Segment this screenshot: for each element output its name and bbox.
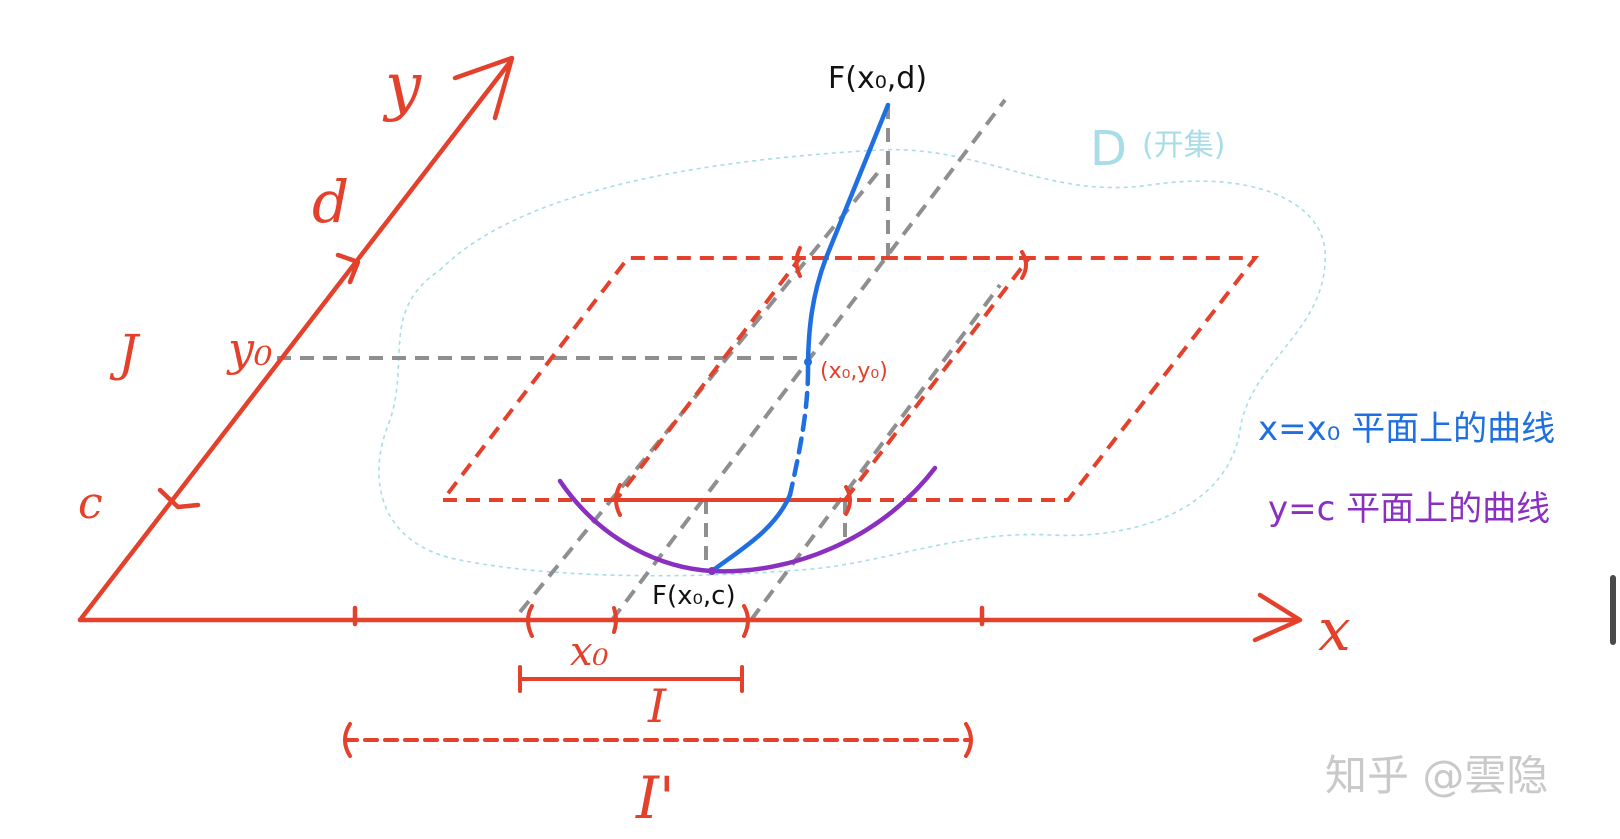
point-x0-y0-label: (x₀,y₀) (820, 359, 888, 384)
y-axis-line (77, 59, 513, 623)
curve-y-equals-c (557, 465, 938, 574)
interval-I-prime-label: I' (635, 764, 675, 832)
y-tick-d (335, 252, 361, 285)
interval-I-prime-left (343, 722, 352, 758)
y-tick-c (157, 487, 201, 510)
y0-label: y₀ (226, 322, 272, 376)
grey-guide-lines (277, 98, 1007, 622)
point-F-bottom (708, 567, 716, 575)
d-label: d (312, 168, 349, 236)
inner-parallelogram (611, 256, 1034, 502)
legend-blue-text: x=x₀ 平面上的曲线 (1258, 409, 1555, 449)
x0-tick (612, 606, 618, 634)
x0-label: x₀ (570, 629, 609, 675)
interval-brackets (343, 246, 1028, 758)
watermark-text: 知乎 @雲隐 (1325, 751, 1548, 800)
curve-x-equals-x0-lower (709, 492, 793, 574)
outer-parallelogram (438, 256, 1260, 502)
point-F-bottom-label: F(x₀,c) (652, 581, 736, 611)
region-d-label: D (1090, 121, 1127, 177)
legend-purple-text: y=c 平面上的曲线 (1268, 489, 1550, 529)
c-label: c (78, 478, 103, 529)
y-axis-label: y (382, 50, 422, 124)
x-axis-label: x (1318, 596, 1351, 664)
scrollbar-thumb[interactable] (1610, 575, 1616, 645)
x-bracket-left (526, 604, 534, 638)
region-d-boundary (378, 148, 1326, 577)
curve-x-equals-x0-hidden (787, 367, 811, 498)
point-x0-y0 (804, 358, 812, 366)
x-bracket-right (742, 604, 750, 638)
paren-4 (844, 485, 852, 516)
axes (77, 55, 1303, 643)
paren-3 (614, 483, 622, 517)
y-axis-arrowhead (452, 55, 515, 121)
x-axis-arrowhead (1252, 592, 1303, 643)
interval-I-prime-right (964, 722, 973, 758)
guide-diagonal-right (749, 283, 1002, 622)
paren-2 (1020, 250, 1028, 280)
point-F-top-label: F(x₀,d) (828, 61, 927, 96)
interval-I-label: I (647, 679, 667, 733)
paren-1 (794, 246, 802, 278)
curve-x-equals-x0-upper (805, 102, 891, 373)
red-dashed-rectangles (438, 256, 1260, 502)
J-label: J (109, 324, 141, 382)
region-d-note: (开集) (1142, 128, 1225, 163)
